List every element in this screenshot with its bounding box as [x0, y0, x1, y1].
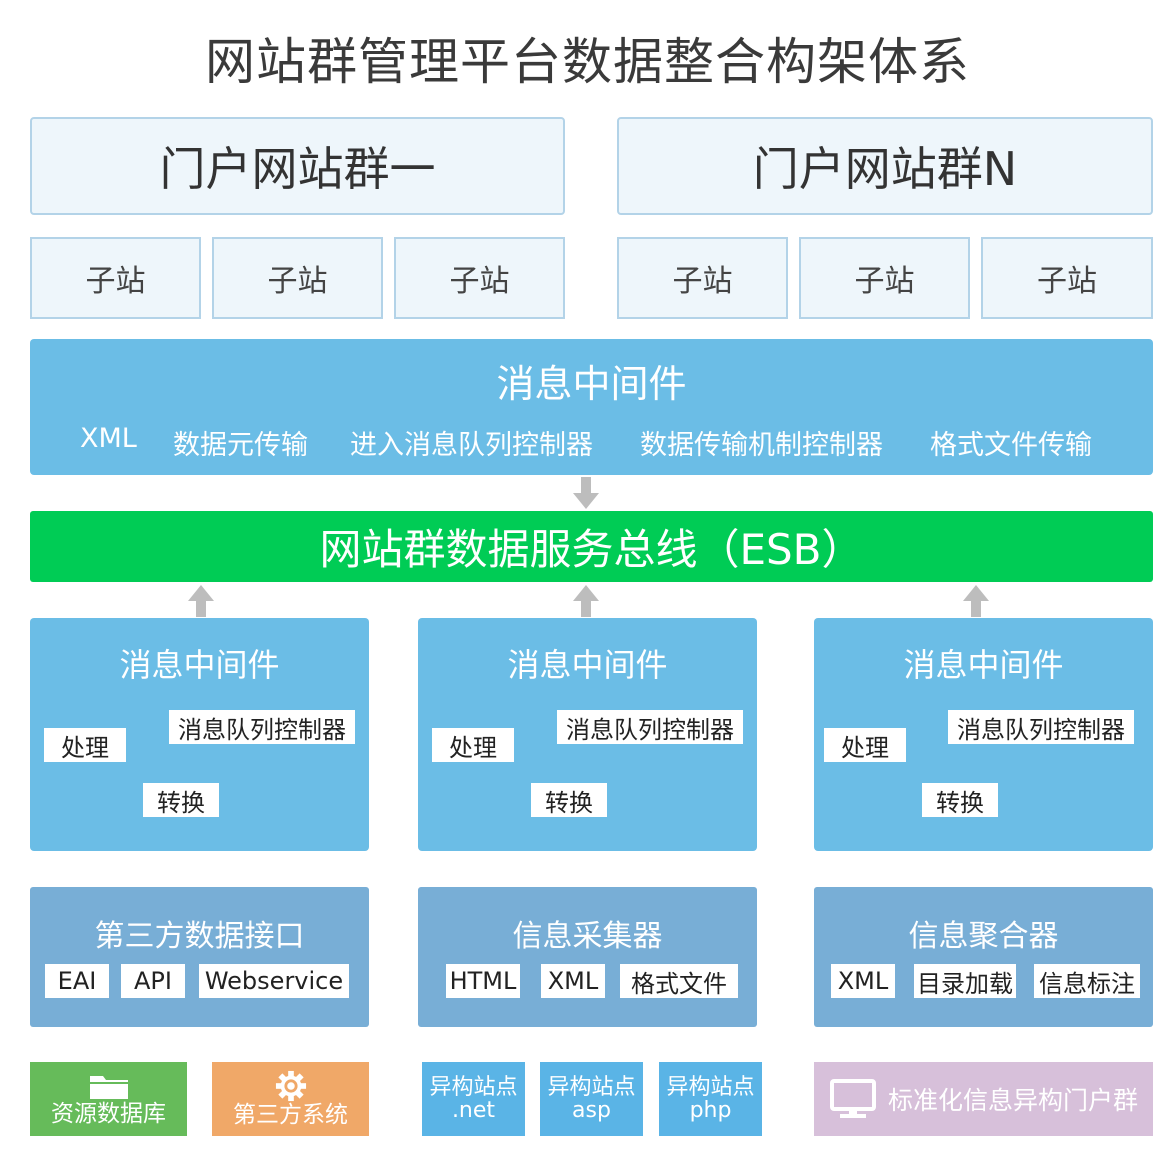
source-tag-webservice: Webservice	[199, 964, 349, 998]
hetero-site-tech: php	[689, 1098, 732, 1123]
substation: 子站	[394, 237, 565, 319]
middleware-item-queue: 进入消息队列控制器	[350, 430, 593, 461]
substation: 子站	[981, 237, 1153, 319]
message-middleware-2: 消息中间件 处理 消息队列控制器 转换	[418, 618, 757, 851]
resource-database-label: 资源数据库	[51, 1100, 166, 1127]
arrow-down-icon	[573, 477, 599, 509]
third-party-system: 第三方系统	[212, 1062, 369, 1136]
hetero-site-tech: asp	[572, 1098, 611, 1123]
monitor-icon	[830, 1079, 876, 1118]
middleware-item-data-transfer: 数据元传输	[173, 430, 308, 461]
queue-controller-tag: 消息队列控制器	[948, 710, 1134, 744]
queue-controller-tag: 消息队列控制器	[557, 710, 743, 744]
convert-tag: 转换	[143, 783, 219, 817]
queue-controller-tag: 消息队列控制器	[169, 710, 355, 744]
convert-tag: 转换	[531, 783, 607, 817]
source-tag-html: HTML	[446, 964, 520, 998]
top-message-middleware: 消息中间件 XML 数据元传输 进入消息队列控制器 数据传输机制控制器 格式文件…	[30, 339, 1153, 475]
source-tag-api: API	[121, 964, 185, 998]
source-tag-directory-load: 目录加载	[914, 964, 1016, 998]
process-tag: 处理	[432, 728, 514, 762]
folder-icon	[89, 1075, 128, 1099]
resource-database: 资源数据库	[30, 1062, 187, 1136]
source-tag-eai: EAI	[45, 964, 109, 998]
arrow-up-icon	[188, 585, 214, 617]
middleware-item-format-file: 格式文件传输	[930, 430, 1092, 461]
message-middleware-1: 消息中间件 处理 消息队列控制器 转换	[30, 618, 369, 851]
third-party-system-label: 第三方系统	[233, 1102, 348, 1129]
source-tag-format-file: 格式文件	[620, 964, 738, 998]
source-tag-xml: XML	[831, 964, 895, 998]
esb-bus: 网站群数据服务总线（ESB）	[30, 511, 1153, 582]
info-aggregator: 信息聚合器 XML 目录加载 信息标注	[814, 887, 1153, 1027]
convert-tag: 转换	[922, 783, 998, 817]
substation: 子站	[30, 237, 201, 319]
source-tag-info-annotation: 信息标注	[1034, 964, 1140, 998]
middleware-title: 消息中间件	[119, 646, 280, 684]
standard-portal-group-label: 标准化信息异构门户群	[888, 1086, 1139, 1115]
hetero-site-tech: .net	[451, 1098, 496, 1123]
hetero-site-net: 异构站点 .net	[422, 1062, 525, 1136]
hetero-site-php: 异构站点 php	[659, 1062, 762, 1136]
source-tag-xml: XML	[541, 964, 605, 998]
middleware-item-mechanism: 数据传输机制控制器	[640, 430, 883, 461]
process-tag: 处理	[824, 728, 906, 762]
substation: 子站	[617, 237, 788, 319]
source-title: 信息聚合器	[908, 919, 1059, 954]
arrow-up-icon	[963, 585, 989, 617]
substation: 子站	[799, 237, 970, 319]
portal-group-1: 门户网站群一	[30, 117, 565, 215]
page-title: 网站群管理平台数据整合构架体系	[205, 33, 970, 91]
middleware-title: 消息中间件	[507, 646, 668, 684]
substation: 子站	[212, 237, 383, 319]
hetero-site-label: 异构站点	[429, 1074, 518, 1100]
arrow-up-icon	[573, 585, 599, 617]
gear-icon	[275, 1071, 306, 1102]
middleware-title: 消息中间件	[903, 646, 1064, 684]
source-title: 信息采集器	[512, 919, 663, 954]
hetero-site-label: 异构站点	[666, 1074, 755, 1100]
middleware-item-xml: XML	[80, 423, 137, 454]
third-party-interface: 第三方数据接口 EAI API Webservice	[30, 887, 369, 1027]
process-tag: 处理	[44, 728, 126, 762]
hetero-site-asp: 异构站点 asp	[540, 1062, 643, 1136]
hetero-site-label: 异构站点	[547, 1074, 636, 1100]
middleware-title: 消息中间件	[496, 362, 687, 406]
source-title: 第三方数据接口	[94, 919, 305, 954]
portal-group-n: 门户网站群N	[617, 117, 1153, 215]
message-middleware-3: 消息中间件 处理 消息队列控制器 转换	[814, 618, 1153, 851]
info-collector: 信息采集器 HTML XML 格式文件	[418, 887, 757, 1027]
standard-portal-group: 标准化信息异构门户群	[814, 1062, 1153, 1136]
